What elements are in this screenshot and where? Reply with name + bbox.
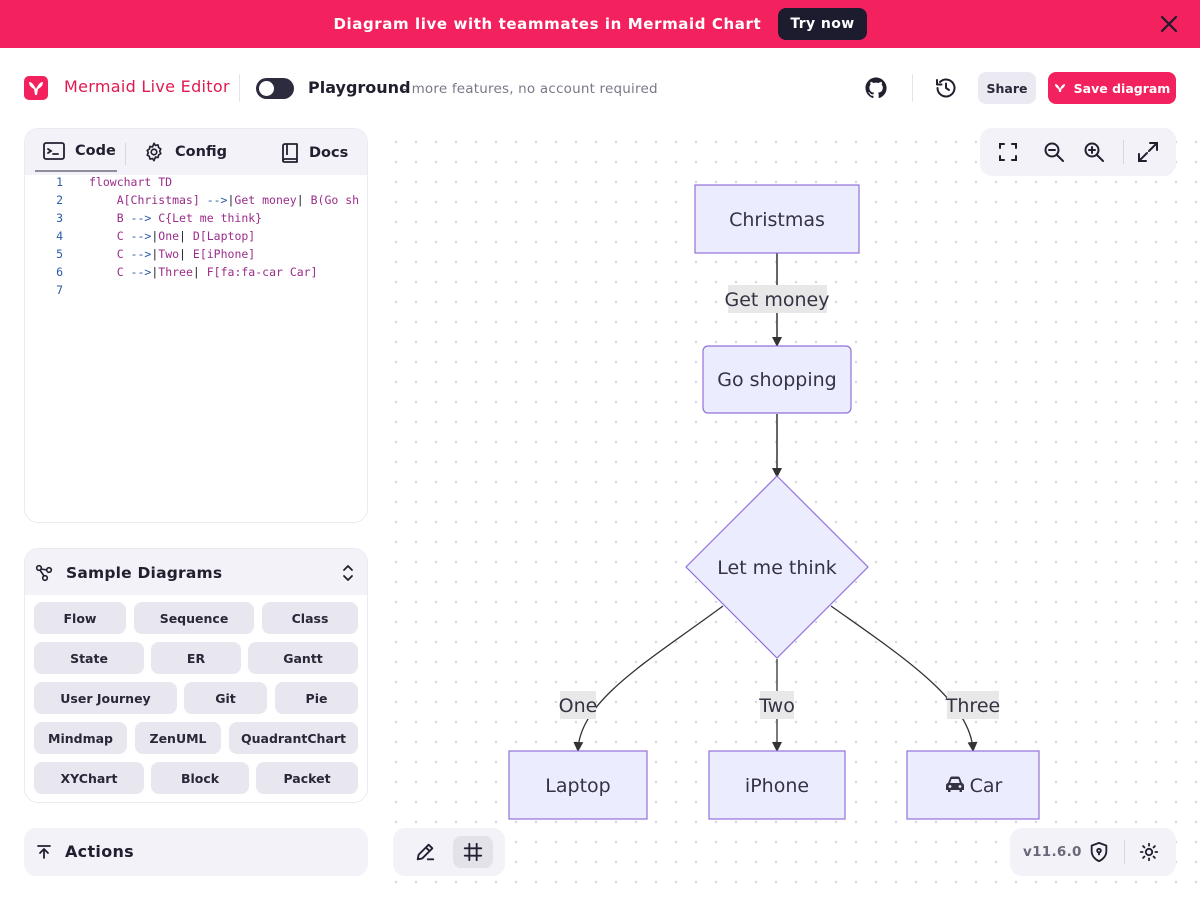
sample-chip-er[interactable]: ER bbox=[151, 642, 241, 674]
line-text: A[Christmas] -->|Get money| B(Go sh bbox=[89, 193, 360, 207]
fullscreen-icon[interactable] bbox=[1136, 140, 1160, 164]
code-icon bbox=[43, 142, 65, 160]
sample-chip-quadrantchart[interactable]: QuadrantChart bbox=[229, 722, 358, 754]
mermaid-logo[interactable] bbox=[24, 76, 48, 100]
line-number: 7 bbox=[56, 283, 63, 297]
sample-diagrams-header[interactable]: Sample Diagrams bbox=[25, 549, 367, 595]
toggle-knob bbox=[259, 81, 274, 96]
sample-chip-xychart[interactable]: XYChart bbox=[34, 762, 144, 794]
tab-docs-label: Docs bbox=[309, 145, 349, 161]
pen-icon bbox=[416, 843, 435, 861]
sun-icon[interactable] bbox=[1138, 841, 1160, 863]
app-title[interactable]: Mermaid Live Editor bbox=[64, 77, 230, 96]
close-icon[interactable] bbox=[1158, 13, 1180, 35]
code-line[interactable]: 6 C -->|Three| F[fa:fa-car Car] bbox=[25, 265, 367, 283]
shield-icon[interactable] bbox=[1088, 841, 1110, 863]
actions-title: Actions bbox=[65, 842, 135, 861]
canvas-tools bbox=[393, 828, 505, 876]
editor-tabs: Code Config Docs bbox=[25, 129, 367, 175]
code-line[interactable]: 5 C -->|Two| E[iPhone] bbox=[25, 247, 367, 265]
tab-code-label: Code bbox=[75, 143, 116, 159]
code-line[interactable]: 3 B --> C{Let me think} bbox=[25, 211, 367, 229]
mermaid-logo-icon bbox=[29, 82, 43, 95]
active-tab-indicator bbox=[35, 170, 117, 172]
sample-chip-flow[interactable]: Flow bbox=[34, 602, 126, 634]
tab-docs[interactable]: Docs bbox=[281, 143, 348, 163]
code-editor[interactable]: 1 flowchart TD 2 A[Christmas] -->|Get mon… bbox=[25, 175, 367, 301]
version-label: v11.6.0 bbox=[1023, 844, 1082, 860]
history-icon[interactable] bbox=[934, 76, 958, 100]
line-number: 3 bbox=[56, 211, 63, 225]
line-text: flowchart TD bbox=[89, 175, 173, 189]
sample-chip-state[interactable]: State bbox=[34, 642, 144, 674]
sample-chip-zenuml[interactable]: ZenUML bbox=[135, 722, 221, 754]
line-number: 6 bbox=[56, 265, 63, 279]
editor-panel: Code Config Docs 1 flowchart TD 2 A[Chris… bbox=[24, 128, 368, 523]
sample-chip-sequence[interactable]: Sequence bbox=[134, 602, 254, 634]
sample-chip-user-journey[interactable]: User Journey bbox=[34, 682, 177, 714]
fit-view-icon[interactable] bbox=[996, 140, 1020, 164]
playground-label: Playground bbox=[308, 78, 411, 97]
github-icon[interactable] bbox=[864, 76, 888, 100]
sample-chip-class[interactable]: Class bbox=[262, 602, 358, 634]
zoom-out-icon[interactable] bbox=[1042, 140, 1066, 164]
sample-chip-gantt[interactable]: Gantt bbox=[248, 642, 358, 674]
tab-config[interactable]: Config bbox=[143, 141, 227, 163]
zoom-in-icon[interactable] bbox=[1082, 140, 1106, 164]
gear-icon bbox=[146, 142, 162, 162]
grid-toggle-button[interactable] bbox=[453, 836, 493, 868]
tab-code[interactable]: Code bbox=[43, 141, 116, 161]
code-line[interactable]: 7 bbox=[25, 283, 367, 301]
diagram-nodes-icon bbox=[35, 564, 53, 582]
actions-panel[interactable]: Actions bbox=[24, 828, 368, 876]
code-line[interactable]: 1 flowchart TD bbox=[25, 175, 367, 193]
sample-diagrams-panel: Sample Diagrams Flow Sequence Class Stat… bbox=[24, 548, 368, 803]
line-text: C -->|Three| F[fa:fa-car Car] bbox=[89, 265, 318, 279]
playground-subtitle: - more features, no account required bbox=[402, 81, 658, 97]
mermaid-chart-icon bbox=[1054, 84, 1065, 92]
line-number: 4 bbox=[56, 229, 63, 243]
playground-toggle[interactable] bbox=[256, 78, 294, 99]
code-line[interactable]: 2 A[Christmas] -->|Get money| B(Go sh bbox=[25, 193, 367, 211]
diagram-canvas[interactable] bbox=[380, 128, 1200, 900]
save-diagram-button[interactable]: Save diagram bbox=[1048, 72, 1176, 104]
toolbar-separator bbox=[1123, 140, 1124, 164]
sample-chip-pie[interactable]: Pie bbox=[275, 682, 358, 714]
tab-separator bbox=[125, 143, 126, 165]
line-text: C -->|One| D[Laptop] bbox=[89, 229, 256, 243]
toolbar-separator bbox=[1124, 840, 1125, 864]
sample-chip-packet[interactable]: Packet bbox=[256, 762, 358, 794]
header-divider bbox=[239, 74, 240, 102]
collapse-chevron-icon[interactable] bbox=[341, 562, 355, 584]
share-button[interactable]: Share bbox=[978, 72, 1036, 104]
line-number: 2 bbox=[56, 193, 63, 207]
line-text: C -->|Two| E[iPhone] bbox=[89, 247, 256, 261]
save-diagram-label: Save diagram bbox=[1073, 80, 1171, 96]
sample-chip-mindmap[interactable]: Mindmap bbox=[34, 722, 127, 754]
sample-diagrams-title: Sample Diagrams bbox=[66, 564, 223, 582]
version-bar: v11.6.0 bbox=[1010, 828, 1176, 876]
sample-chip-git[interactable]: Git bbox=[184, 682, 267, 714]
banner-text: Diagram live with teammates in Mermaid C… bbox=[333, 15, 762, 33]
line-text: B --> C{Let me think} bbox=[89, 211, 263, 225]
code-line[interactable]: 4 C -->|One| D[Laptop] bbox=[25, 229, 367, 247]
draw-tool-button[interactable] bbox=[405, 836, 445, 868]
app-header: Mermaid Live Editor Playground - more fe… bbox=[0, 48, 1200, 128]
grid-icon bbox=[463, 842, 483, 862]
header-divider bbox=[912, 74, 913, 102]
line-number: 1 bbox=[56, 175, 63, 189]
upload-icon bbox=[37, 845, 51, 859]
tab-config-label: Config bbox=[175, 144, 228, 160]
book-icon bbox=[282, 143, 298, 163]
line-number: 5 bbox=[56, 247, 63, 261]
promo-banner: Diagram live with teammates in Mermaid C… bbox=[0, 0, 1200, 48]
zoom-toolbar bbox=[980, 128, 1176, 176]
try-now-button[interactable]: Try now bbox=[778, 8, 867, 40]
sample-chip-block[interactable]: Block bbox=[151, 762, 249, 794]
